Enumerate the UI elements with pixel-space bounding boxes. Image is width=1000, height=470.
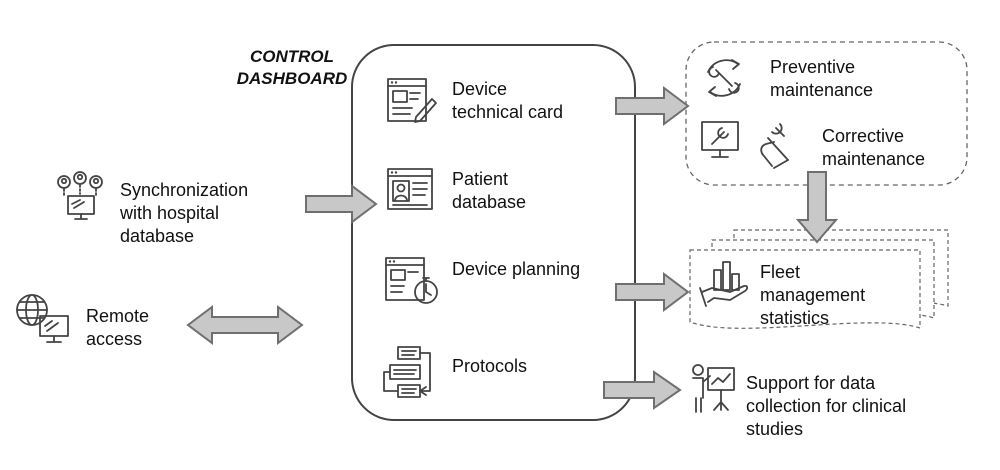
wrench-cycle-icon xyxy=(707,59,741,97)
arrow-protocols-to-support xyxy=(603,370,682,410)
remote-label-line1: Remote xyxy=(86,306,150,326)
preventive-line1: Preventive xyxy=(770,57,856,77)
hand-bar-chart-icon xyxy=(699,261,749,307)
presenter-board-icon xyxy=(692,364,735,413)
dashboard-title: CONTROL DASHBOARD xyxy=(222,46,362,90)
dashboard-title-line1: CONTROL xyxy=(249,47,335,66)
preventive-maintenance-label: Preventive maintenance xyxy=(770,56,873,102)
maintenance-group-box xyxy=(685,41,968,186)
patient-card-icon xyxy=(387,168,433,210)
support-line2: collection for clinical xyxy=(746,396,907,416)
support-line1: Support for data xyxy=(746,373,876,393)
dashboard-item-patient-database: Patient database xyxy=(452,168,526,214)
arrow-card-to-maintenance xyxy=(615,86,690,126)
corrective-maintenance-label: Corrective maintenance xyxy=(822,125,925,171)
wrench-monitor-icon xyxy=(701,121,789,169)
fleet-line2: management xyxy=(760,285,866,305)
dashboard-title-line2: DASHBOARD xyxy=(236,69,348,88)
protocol-flow-icon xyxy=(383,346,431,398)
sync-label: Synchronization with hospital database xyxy=(120,179,248,248)
corrective-line1: Corrective xyxy=(822,126,905,146)
sync-label-line3: database xyxy=(120,226,195,246)
planning-timer-icon xyxy=(385,257,438,304)
device-planning-line1: Device planning xyxy=(452,259,581,279)
dashboard-item-device-planning: Device planning xyxy=(452,258,580,281)
protocols-line1: Protocols xyxy=(452,356,528,376)
technical-card-line2: technical card xyxy=(452,102,564,122)
users-computer-icon xyxy=(57,171,103,220)
support-clinical-studies-label: Support for data collection for clinical… xyxy=(746,372,906,441)
arrow-remote-bidirectional xyxy=(186,305,304,345)
remote-access-label: Remote access xyxy=(86,305,149,351)
fleet-statistics-label: Fleet management statistics xyxy=(760,261,865,330)
preventive-line2: maintenance xyxy=(770,80,874,100)
technical-card-line1: Device xyxy=(452,79,508,99)
support-line3: studies xyxy=(746,419,804,439)
patient-db-line1: Patient xyxy=(452,169,509,189)
dashboard-item-technical-card: Device technical card xyxy=(452,78,563,124)
control-dashboard-container xyxy=(351,44,636,421)
fleet-line1: Fleet xyxy=(760,262,801,282)
fleet-line3: statistics xyxy=(760,308,830,328)
arrow-planning-to-fleet xyxy=(615,272,690,312)
corrective-line2: maintenance xyxy=(822,149,926,169)
remote-label-line2: access xyxy=(86,329,143,349)
arrow-sync-to-dashboard xyxy=(305,184,378,224)
patient-db-line2: database xyxy=(452,192,527,212)
sync-label-line2: with hospital xyxy=(120,203,220,223)
dashboard-item-protocols: Protocols xyxy=(452,355,527,378)
sync-label-line1: Synchronization xyxy=(120,180,249,200)
globe-computer-icon xyxy=(16,294,69,343)
fleet-document-stack xyxy=(689,229,949,329)
technical-card-icon xyxy=(387,78,437,123)
arrow-maintenance-to-fleet xyxy=(795,171,839,244)
